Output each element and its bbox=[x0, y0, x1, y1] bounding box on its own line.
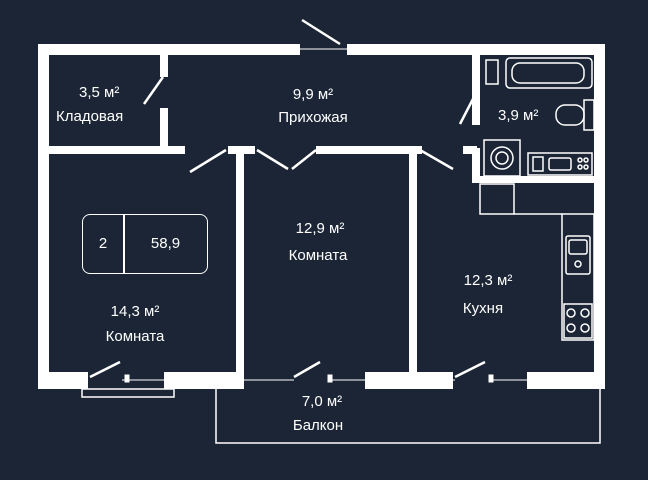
counter bbox=[561, 213, 595, 341]
balcony-outline bbox=[81, 388, 601, 444]
kitchen-fixtures bbox=[479, 152, 595, 341]
room-left-area: 14,3 м² bbox=[110, 303, 160, 320]
hallway-name: Прихожая bbox=[278, 109, 348, 126]
stove-icon bbox=[563, 303, 593, 339]
balcony-name: Балкон bbox=[292, 417, 344, 434]
openings bbox=[122, 48, 527, 383]
toilet-icon bbox=[583, 99, 595, 131]
room-center-name: Комната bbox=[288, 247, 348, 264]
bathroom-fixtures bbox=[483, 57, 595, 177]
fridge-icon bbox=[479, 183, 515, 215]
balcony-area: 7,0 м² bbox=[301, 393, 343, 410]
hallway-area: 9,9 м² bbox=[292, 86, 334, 103]
kitchen-area: 12,3 м² bbox=[463, 272, 513, 289]
washing-machine-icon bbox=[483, 139, 521, 177]
apartment-summary-badge: 2 58,9 bbox=[82, 214, 208, 274]
bathtub-icon bbox=[505, 57, 593, 89]
room-center-area: 12,9 м² bbox=[295, 220, 345, 237]
kitchen-name: Кухня bbox=[462, 300, 504, 317]
room-left-name: Комната bbox=[105, 328, 165, 345]
sink-icon bbox=[485, 59, 499, 85]
bathroom-area: 3,9 м² bbox=[498, 107, 539, 124]
walls bbox=[38, 44, 605, 389]
door-swings bbox=[89, 18, 486, 379]
storage-area: 3,5 м² bbox=[79, 84, 120, 101]
room-count: 2 bbox=[98, 235, 108, 252]
kitchen-sink-icon bbox=[565, 235, 591, 275]
storage-name: Кладовая bbox=[56, 108, 124, 125]
badge-divider bbox=[123, 215, 125, 273]
total-area: 58,9 bbox=[150, 235, 181, 252]
